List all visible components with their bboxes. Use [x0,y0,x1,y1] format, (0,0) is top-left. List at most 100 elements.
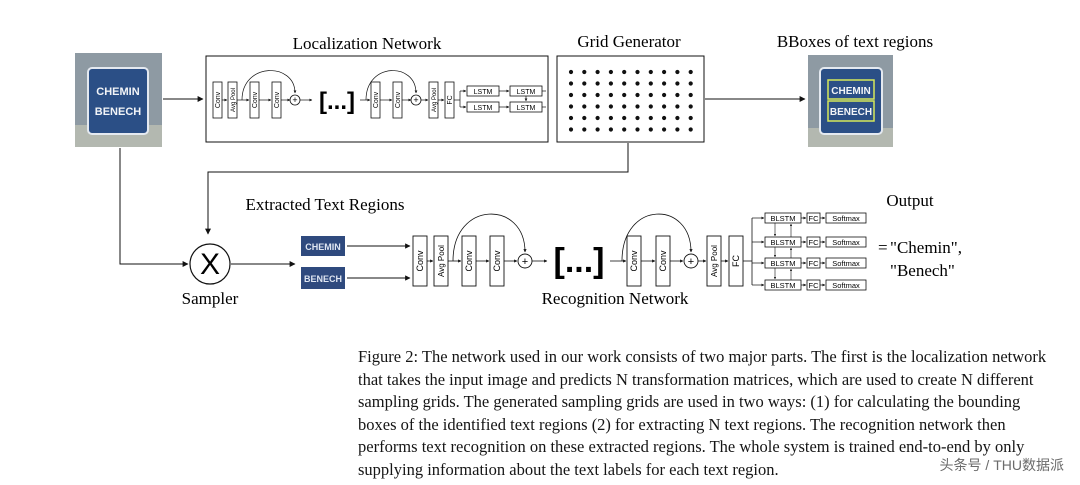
localization-network-label: Localization Network [293,34,442,53]
loc-conv-5: Conv [395,91,402,108]
grid-dot [595,104,600,109]
loc-conv-2: Conv [252,91,259,108]
rec-conv-4: Conv [629,250,639,272]
grid-dot [582,104,587,109]
grid-dot [608,69,614,75]
grid-dot [635,69,640,75]
grid-dot [568,115,574,121]
grid-dot [662,69,667,75]
grid-dot [635,92,640,98]
rec-softmax-1: Softmax [832,214,860,223]
grid-dot [582,69,587,75]
grid-dot [582,115,587,121]
grid-dot [582,92,587,98]
rec-blstm-3: BLSTM [770,259,795,268]
rec-conv-1: Conv [415,250,425,272]
rec-softmax-3: Softmax [832,259,860,268]
rec-fc-row-3: FC [809,259,820,268]
grid-dot [568,127,574,132]
grid-dot [595,127,600,132]
grid-dot [662,92,667,98]
grid-dot [662,127,667,132]
rec-blstm-2: BLSTM [770,238,795,247]
svg-text:+: + [688,256,694,268]
grid-dot [608,115,614,121]
recognition-network-label: Recognition Network [542,289,689,308]
grid-dot [622,115,627,121]
figure-diagram: CHEMIN BENECH Localization Network Conv … [75,32,962,308]
recognition-layers: Conv Avg Pool Conv Conv + Conv Conv + Av… [412,213,744,287]
extracted-regions-label: Extracted Text Regions [245,195,404,214]
bbox-sign-line2: BENECH [830,107,872,118]
sign-line2: BENECH [95,106,142,118]
loc-lstm-1: LSTM [474,89,493,96]
caption-text: Figure 2: The network used in our work c… [358,347,1047,479]
grid-dot [688,115,693,121]
loc-avgpool-2: Avg Pool [432,88,438,112]
loc-conv-3: Conv [274,91,281,108]
rec-fc: FC [731,255,741,267]
loc-lstm-4: LSTM [517,105,536,112]
grid-dot [582,127,587,132]
grid-dot [568,81,574,86]
grid-dot [675,104,680,109]
grid-dot [608,104,614,109]
grid-dot [608,127,614,132]
recognition-ellipsis: [...] [554,242,605,280]
grid-dot [688,92,693,98]
grid-dot [648,115,653,121]
grid-dot [622,104,627,109]
localization-ellipsis: [...] [319,88,355,115]
bboxes-label: BBoxes of text regions [777,32,933,51]
grid-dot [635,115,640,121]
output-word1: "Chemin", [890,238,962,257]
output-word2: "Benech" [890,261,955,280]
grid-dot [568,92,574,98]
rec-fc-row-1: FC [809,214,820,223]
grid-dot [662,104,667,109]
rec-conv-2: Conv [464,250,474,272]
grid-dot [675,92,680,98]
rec-avgpool-2: Avg Pool [710,245,719,277]
grid-dot [622,127,627,132]
loc-conv-1: Conv [215,91,222,108]
rec-softmax-4: Softmax [832,281,860,290]
grid-dot [622,92,627,98]
grid-dot [608,92,614,98]
grid-dot [635,81,640,86]
grid-dots [568,69,693,132]
arrow-grid-to-sampler [205,143,629,235]
grid-dot [688,81,693,86]
rec-conv-5: Conv [658,250,668,272]
rec-fc-row-4: FC [809,281,820,290]
svg-text:+: + [292,95,297,105]
sampler-label: Sampler [182,289,239,308]
rec-softmax-2: Softmax [832,238,860,247]
grid-dot [675,81,680,86]
arrow-input-to-sampler [119,148,189,267]
output-label: Output [886,191,934,210]
figure-caption: Figure 2: The network used in our work c… [358,346,1058,481]
grid-dot [675,127,680,132]
grid-dot [582,81,587,86]
localization-layers: Conv Avg Pool Conv Conv + Conv Conv + Av… [212,70,546,119]
grid-generator-label: Grid Generator [577,32,681,51]
crop-benech: BENECH [301,267,345,289]
rec-blstm-4: BLSTM [770,281,795,290]
grid-dot [648,104,653,109]
grid-dot [622,69,627,75]
grid-dot [662,81,667,86]
grid-dot [648,127,653,132]
grid-dot [635,104,640,109]
grid-dot [595,92,600,98]
grid-dot [595,81,600,86]
grid-dot [622,81,627,86]
svg-text:BENECH: BENECH [304,274,342,284]
rec-conv-3: Conv [492,250,502,272]
grid-dot [608,81,614,86]
input-image: CHEMIN BENECH [75,53,162,147]
grid-dot [648,81,653,86]
svg-text:+: + [522,256,528,268]
sampler-symbol: X [200,248,220,281]
bboxes-image: CHEMIN BENECH [808,55,893,147]
